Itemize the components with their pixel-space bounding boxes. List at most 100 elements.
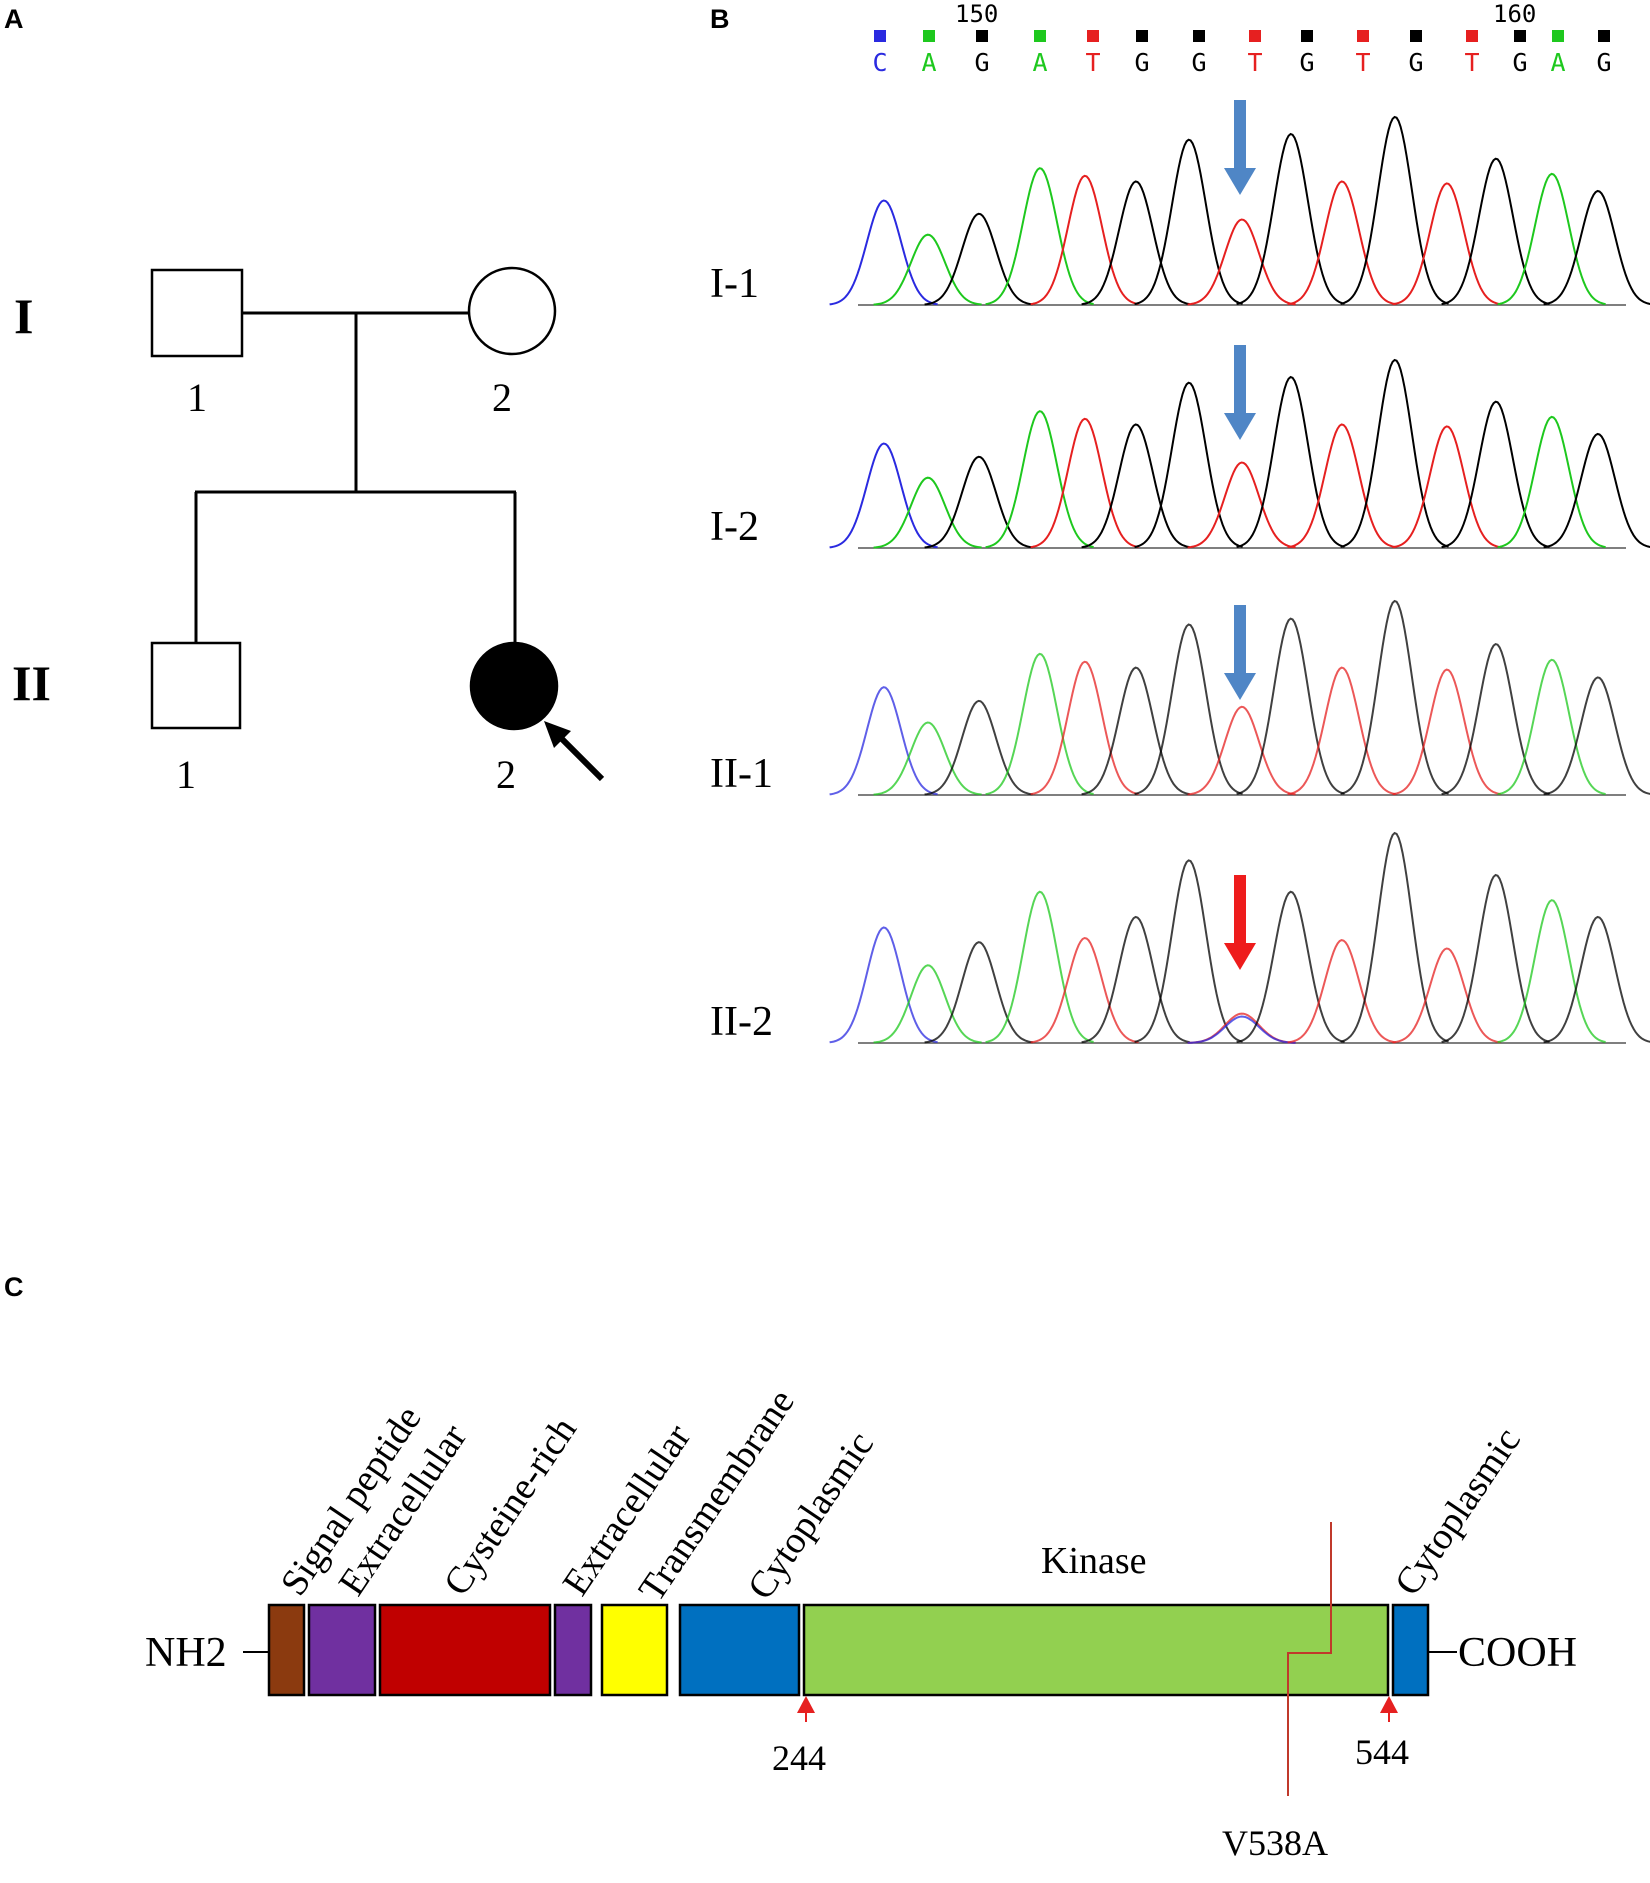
panel-label-a: A — [4, 4, 24, 34]
trace-peak — [1392, 947, 1501, 1044]
domain-label-cytoplasmic-2: Cytoplasmic — [1387, 1420, 1529, 1603]
base-call-letter: G — [1596, 48, 1611, 77]
trace-peak — [1134, 859, 1243, 1043]
trace-peak — [1187, 1012, 1296, 1044]
pedigree-panel: A I II 1 2 1 2 — [4, 4, 605, 797]
generation-label-ii: II — [12, 655, 51, 711]
proband-arrow-icon — [544, 721, 571, 748]
trace-peak — [1081, 180, 1190, 306]
male-i-1 — [150, 268, 244, 358]
trace-peak — [1134, 138, 1243, 305]
chromatogram-I-2: I-2 — [710, 345, 1650, 550]
trace-peak — [829, 442, 938, 549]
trace-peak — [829, 199, 938, 306]
trace-peak — [1497, 899, 1606, 1044]
base-quality-marker — [1514, 30, 1526, 42]
sample-label: II-2 — [710, 999, 773, 1045]
domain-extracellular-2 — [553, 1603, 593, 1697]
trace-peak — [1187, 1015, 1296, 1044]
trace-peak — [1543, 432, 1650, 549]
domain-label-kinase: Kinase — [1041, 1540, 1147, 1582]
trace-peak — [1134, 381, 1243, 548]
individual-number-i-1: 1 — [187, 375, 207, 420]
trace-peak — [985, 167, 1094, 306]
trace-peak — [829, 926, 938, 1044]
base-quality-marker — [1466, 30, 1478, 42]
trace-peak — [1543, 189, 1650, 306]
generation-label-i: I — [14, 288, 33, 344]
base-quality-marker — [1598, 30, 1610, 42]
trace-peak — [1030, 936, 1139, 1044]
base-quality-marker — [1357, 30, 1369, 42]
trace-peak — [1287, 939, 1396, 1044]
affected-female-ii-2 — [469, 641, 559, 731]
base-call-letter: G — [1134, 48, 1149, 77]
trace-peak — [1392, 182, 1501, 306]
domain-cytoplasmic-2 — [1391, 1603, 1430, 1697]
trace-peak — [924, 212, 1033, 306]
trace-peak — [924, 455, 1033, 549]
variant-arrow-shaft — [1234, 100, 1246, 170]
trace-peak — [985, 652, 1094, 796]
trace-peak — [1081, 423, 1190, 549]
domain-kinase — [802, 1603, 1390, 1697]
trace-peak — [1441, 642, 1550, 796]
domain-cytoplasmic-1 — [678, 1603, 801, 1697]
variant-arrow-shaft — [1234, 345, 1246, 415]
trace-peak — [924, 941, 1033, 1044]
variant-arrow-icon — [1224, 673, 1256, 700]
chromatogram-II-1: II-1 — [710, 599, 1650, 797]
sample-label: II-1 — [710, 751, 773, 797]
trace-peak — [1187, 461, 1296, 549]
base-call-letter: A — [921, 48, 936, 77]
trace-peak — [1441, 873, 1550, 1043]
variant-arrow-shaft — [1234, 875, 1246, 945]
base-quality-marker — [1552, 30, 1564, 42]
chromatogram-traces: I-1I-2II-1II-2 — [710, 100, 1650, 1045]
base-quality-marker — [1034, 30, 1046, 42]
trace-peak — [1030, 417, 1139, 549]
trace-peak — [873, 721, 982, 796]
trace-peak — [1340, 115, 1449, 305]
kinase-start-position: 244 — [772, 1738, 826, 1778]
trace-peak — [1134, 623, 1243, 795]
trace-peak — [1081, 666, 1190, 796]
trace-peak — [873, 964, 982, 1044]
variant-arrow-icon — [1224, 168, 1256, 195]
trace-peak — [985, 890, 1094, 1044]
sample-label: I-2 — [710, 504, 759, 550]
trace-peak — [1287, 423, 1396, 549]
position-marker-150: 150 — [955, 0, 998, 28]
base-quality-marker — [1301, 30, 1313, 42]
base-quality-marker — [1410, 30, 1422, 42]
male-ii-1 — [150, 641, 242, 730]
variant-label: V538A — [1222, 1823, 1328, 1863]
chromatogram-II-2: II-2 — [710, 831, 1650, 1045]
base-call-letter: A — [1032, 48, 1047, 77]
trace-peak — [985, 410, 1094, 549]
trace-peak — [1441, 157, 1550, 306]
base-call-letter: A — [1550, 48, 1565, 77]
protein-panel: C NH2 COOH Signal peptide Extracellular … — [4, 1272, 1577, 1863]
base-call-letter: G — [1408, 48, 1423, 77]
proband-arrow-shaft — [553, 730, 605, 782]
kinase-end-marker-icon — [1380, 1696, 1398, 1713]
trace-peak — [1187, 218, 1296, 306]
variant-leader-line — [1287, 1522, 1332, 1796]
domain-cysteine-rich — [378, 1603, 552, 1697]
domain-extracellular-1 — [307, 1603, 377, 1697]
variant-arrow-shaft — [1234, 605, 1246, 675]
trace-peak — [1187, 705, 1296, 796]
base-quality-marker — [874, 30, 886, 42]
trace-peak — [1497, 658, 1606, 796]
base-quality-marker — [1249, 30, 1261, 42]
base-call-letter: G — [1512, 48, 1527, 77]
trace-peak — [1543, 676, 1650, 796]
trace-peak — [1287, 666, 1396, 796]
trace-peak — [829, 686, 938, 796]
trace-peak — [1236, 617, 1345, 795]
trace-peak — [1236, 375, 1345, 548]
